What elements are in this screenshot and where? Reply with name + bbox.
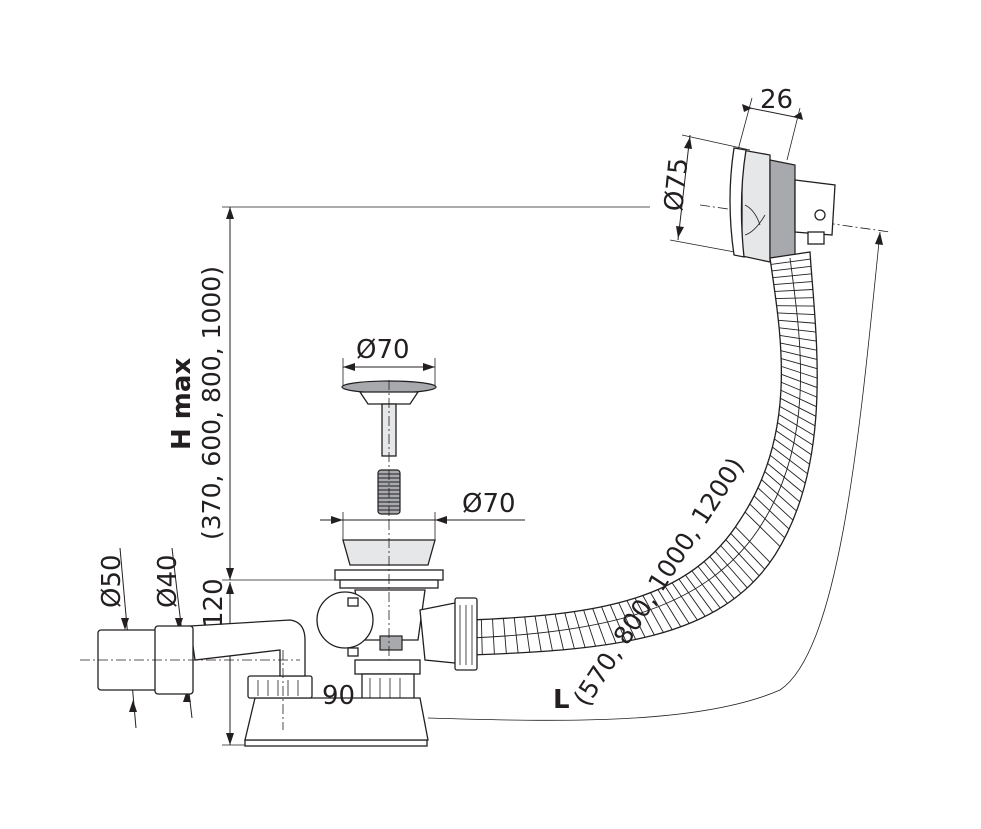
hose-rib <box>480 619 483 655</box>
hose-rib <box>770 258 811 265</box>
hose-rib <box>778 319 816 324</box>
hose-rib <box>730 533 766 570</box>
hose-rib <box>777 312 815 316</box>
hose-rib <box>761 479 797 512</box>
waste-body <box>316 520 478 700</box>
hose-rib <box>767 463 804 493</box>
hose-rib <box>650 592 673 630</box>
hose-rib <box>781 381 818 398</box>
hose-rib <box>774 289 813 292</box>
hose-rib <box>583 610 597 647</box>
hose-rib <box>534 616 542 652</box>
hose-rib <box>524 616 531 653</box>
hose-rib <box>609 604 627 642</box>
label-diameter-75: Ø75 <box>659 156 694 212</box>
hose-rib <box>769 454 806 484</box>
hose-rib <box>777 422 814 446</box>
hose-rib <box>544 615 553 651</box>
hose-rib <box>592 608 607 645</box>
label-diameter-40: Ø40 <box>153 554 183 608</box>
hose-rib <box>642 595 664 633</box>
hose-rib <box>671 582 698 621</box>
hose-rib <box>774 438 810 465</box>
hose-rib <box>720 545 754 583</box>
hose-rib <box>780 342 817 351</box>
hose-rib <box>618 602 637 640</box>
hose-rib <box>780 389 817 408</box>
hose-rib <box>634 597 655 636</box>
label-90: 90 <box>322 681 355 711</box>
hose-rib <box>735 526 771 563</box>
hose-rib <box>703 561 735 599</box>
hose-rib <box>657 589 682 627</box>
hose-rib <box>757 487 794 521</box>
hose-rib <box>513 617 519 653</box>
label-waste-diameter-70: Ø70 <box>462 489 516 519</box>
hose-rib <box>775 430 812 456</box>
hose-rib <box>772 446 808 475</box>
hose-rib <box>664 586 690 624</box>
hose-rib <box>715 550 748 589</box>
label-120: 120 <box>199 578 229 628</box>
hose-rib <box>781 365 818 379</box>
label-26: 26 <box>760 85 793 115</box>
hose-rib <box>685 574 714 613</box>
overflow-head <box>729 147 836 263</box>
hose-rib <box>709 556 742 594</box>
label-l: L <box>553 685 570 715</box>
hose-rib <box>764 471 801 503</box>
hose-rib <box>564 612 575 649</box>
hose-rib <box>775 297 814 299</box>
hose-rib <box>554 613 564 650</box>
hose-rib <box>779 405 816 427</box>
hose-rib <box>626 600 646 638</box>
hose-rib <box>753 495 790 530</box>
label-h-max: H max <box>167 358 197 450</box>
hose-rib <box>771 265 812 272</box>
hose-rib <box>779 334 817 342</box>
click-clack-plug <box>341 380 437 520</box>
hose-rib <box>773 281 813 285</box>
hose-rib <box>691 570 721 609</box>
hose-rib <box>725 539 760 577</box>
hose-rib <box>678 578 706 617</box>
label-diameter-50: Ø50 <box>97 554 127 608</box>
hose-rib <box>781 373 818 389</box>
hose-rib <box>573 611 586 648</box>
hose-rib <box>780 397 817 417</box>
hose-rib <box>697 566 728 604</box>
hose-rib <box>778 414 815 436</box>
hose-rib <box>780 350 818 360</box>
hose-rib <box>781 358 818 370</box>
hose-rib <box>503 618 507 654</box>
hose-rib <box>749 503 786 539</box>
hose-rib <box>779 327 816 333</box>
label-plug-diameter-70: Ø70 <box>356 335 410 365</box>
hose-rib <box>772 273 812 279</box>
hose-rib <box>492 618 495 655</box>
hose-rib <box>601 606 617 644</box>
trap-siphon <box>80 619 429 747</box>
label-h-values: (370, 600, 800, 1000) <box>197 266 226 540</box>
hose-rib <box>744 511 781 547</box>
